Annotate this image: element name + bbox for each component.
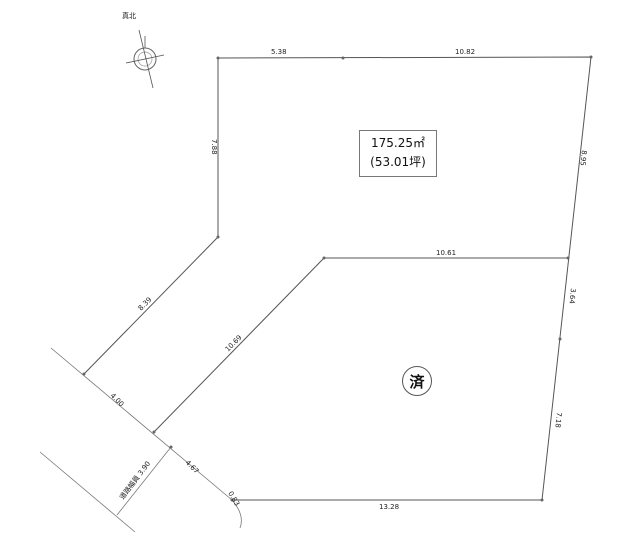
dimension-right-middle: 3.64 — [567, 288, 577, 305]
vertex-marker — [589, 55, 593, 59]
dimension-right-upper: 8.95 — [578, 150, 588, 166]
dimension-corner-small: 0.83 — [226, 490, 241, 508]
dimension-road-front-a: 4.00 — [109, 392, 126, 409]
road-width-line — [116, 446, 172, 516]
dimension-right-lower: 7.18 — [553, 412, 563, 428]
road-opposite-line — [39, 451, 136, 533]
vertex-marker — [216, 56, 220, 60]
vertex-marker — [540, 498, 544, 502]
vertex-marker — [230, 498, 234, 502]
vertex-marker — [322, 256, 326, 260]
dimension-top-left: 5.38 — [271, 48, 287, 56]
area-square-meters: 175.25㎡ — [371, 136, 425, 150]
corner-cut-arc — [231, 499, 242, 529]
vertex-marker — [566, 256, 570, 260]
boundary-inner-diagonal — [153, 257, 325, 433]
vertex-marker — [216, 235, 220, 239]
vertex-marker — [558, 337, 562, 341]
road-width-label: 道路幅員 3.90 — [117, 459, 152, 501]
dimension-left-diagonal: 8.39 — [137, 296, 154, 313]
north-compass-icon — [125, 29, 165, 89]
plot-boundary-outer — [217, 56, 592, 501]
area-tsubo: (53.01坪) — [370, 155, 426, 169]
road-frontage-line — [50, 347, 233, 501]
dimension-road-front-b: 4.67 — [184, 459, 201, 476]
vertex-marker — [82, 372, 86, 376]
dimension-left-upper: 7.88 — [210, 139, 218, 155]
vertex-marker — [152, 430, 156, 434]
dimension-top-right: 10.82 — [455, 48, 475, 56]
completed-status-mark: 済 — [402, 366, 432, 396]
area-box: 175.25㎡ (53.01坪) — [359, 130, 437, 177]
dimension-inner-top: 10.61 — [436, 249, 456, 257]
vertex-marker — [169, 445, 173, 449]
boundary-left-diagonal — [83, 236, 219, 375]
true-north-label: 真北 — [122, 12, 136, 20]
dimension-bottom: 13.28 — [379, 503, 399, 511]
vertex-marker — [341, 56, 345, 60]
